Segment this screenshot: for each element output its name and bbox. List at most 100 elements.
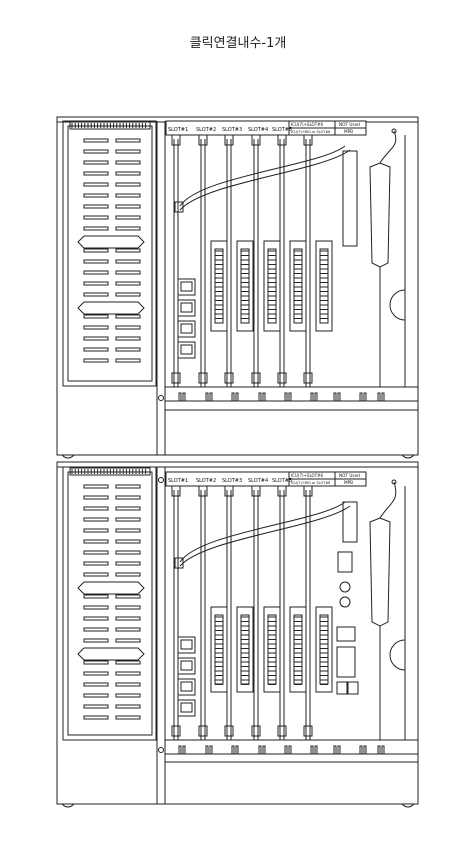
cable-plug	[174, 557, 184, 569]
vent-slit	[115, 561, 141, 566]
vent-slit	[115, 193, 141, 198]
slot-marker	[258, 745, 262, 755]
slot-marker	[205, 392, 209, 402]
vent-slit	[115, 704, 141, 709]
slot-label: SLOT#5	[272, 478, 292, 484]
vent-slit	[115, 270, 141, 275]
vent-slit	[115, 506, 141, 511]
vent-slit	[83, 627, 109, 632]
slot-marker	[363, 392, 367, 402]
vent-slit	[83, 517, 109, 522]
vent-slit	[115, 517, 141, 522]
vent-slit	[83, 215, 109, 220]
card-connector	[263, 240, 281, 332]
rj-port-jack	[180, 344, 193, 355]
vent-slit	[115, 182, 141, 187]
slot-label: SLOT#3	[222, 478, 242, 484]
card-latch	[171, 134, 181, 146]
vent-slit	[83, 281, 109, 286]
round-port	[339, 596, 351, 608]
vent-slit	[83, 325, 109, 330]
vent-slit	[83, 248, 109, 253]
slot-marker	[235, 392, 239, 402]
vent-slit	[115, 594, 141, 599]
not-used-label: NOT Used	[339, 473, 360, 478]
vent-slit	[115, 259, 141, 264]
slot-marker	[377, 392, 381, 402]
vent-slit	[83, 594, 109, 599]
vent-slit	[115, 572, 141, 577]
slot-marker	[205, 745, 209, 755]
vent-slit	[83, 682, 109, 687]
connector-pins	[319, 248, 329, 324]
card-latch	[198, 372, 208, 384]
slot-marker	[359, 745, 363, 755]
vent-slit	[115, 539, 141, 544]
vent-slit	[115, 160, 141, 165]
card-latch	[251, 485, 261, 497]
vent-slit	[83, 226, 109, 231]
vent-slit	[115, 215, 141, 220]
vent-slit	[83, 550, 109, 555]
vent-slit	[83, 506, 109, 511]
vent-slit	[83, 171, 109, 176]
slot-marker	[381, 392, 385, 402]
antenna-node	[391, 128, 397, 134]
card-latch	[303, 725, 313, 737]
card-latch	[171, 725, 181, 737]
patch-cable	[179, 505, 351, 567]
connector-pins	[214, 614, 224, 685]
mpb-label: MPB	[344, 129, 353, 134]
vent-slit	[115, 325, 141, 330]
vent-slit	[115, 248, 141, 253]
rj-port	[177, 636, 196, 654]
slot-marker	[310, 745, 314, 755]
vent-slit	[83, 182, 109, 187]
vent-slit	[83, 160, 109, 165]
slot-marker	[284, 392, 288, 402]
slot-marker	[381, 745, 385, 755]
slot6-sub-label: ICU(7)+MIG or SLOT#6	[291, 130, 330, 134]
slot-label: SLOT#2	[196, 127, 216, 133]
card-latch	[277, 372, 287, 384]
panel-handle	[77, 301, 145, 315]
vent-slit	[115, 671, 141, 676]
card-connector	[289, 606, 307, 693]
vent-slit	[83, 204, 109, 209]
cable-plug	[174, 201, 184, 213]
rj-port-jack	[180, 639, 193, 650]
rj-port-jack	[180, 281, 193, 292]
card-latch	[303, 134, 313, 146]
card-latch	[303, 372, 313, 384]
rj-port	[177, 678, 196, 696]
slot-marker	[262, 745, 266, 755]
slot-label: SLOT#2	[196, 478, 216, 484]
vent-comb	[69, 121, 151, 130]
card-latch	[277, 725, 287, 737]
vent-slit	[115, 292, 141, 297]
vent-slit	[115, 138, 141, 143]
vent-slit	[83, 495, 109, 500]
slot-marker	[209, 745, 213, 755]
card-connector	[289, 240, 307, 332]
mpb-board	[342, 150, 358, 247]
slot-marker	[231, 392, 235, 402]
slot-label: SLOT#4	[248, 127, 268, 133]
slot-label: SLOT#5	[272, 127, 292, 133]
slot-marker	[288, 392, 292, 402]
card-latch	[251, 134, 261, 146]
vent-slit	[115, 358, 141, 363]
vent-slit	[83, 336, 109, 341]
not-used-label: NOT Used	[339, 122, 360, 127]
slot-marker	[182, 392, 186, 402]
vent-slit	[115, 347, 141, 352]
vent-slit	[83, 660, 109, 665]
slot-marker	[333, 745, 337, 755]
slot-marker	[333, 392, 337, 402]
vent-comb	[69, 467, 151, 476]
card-latch	[277, 134, 287, 146]
slot-marker	[235, 745, 239, 755]
battery-wire	[379, 130, 397, 164]
vent-slit	[83, 347, 109, 352]
